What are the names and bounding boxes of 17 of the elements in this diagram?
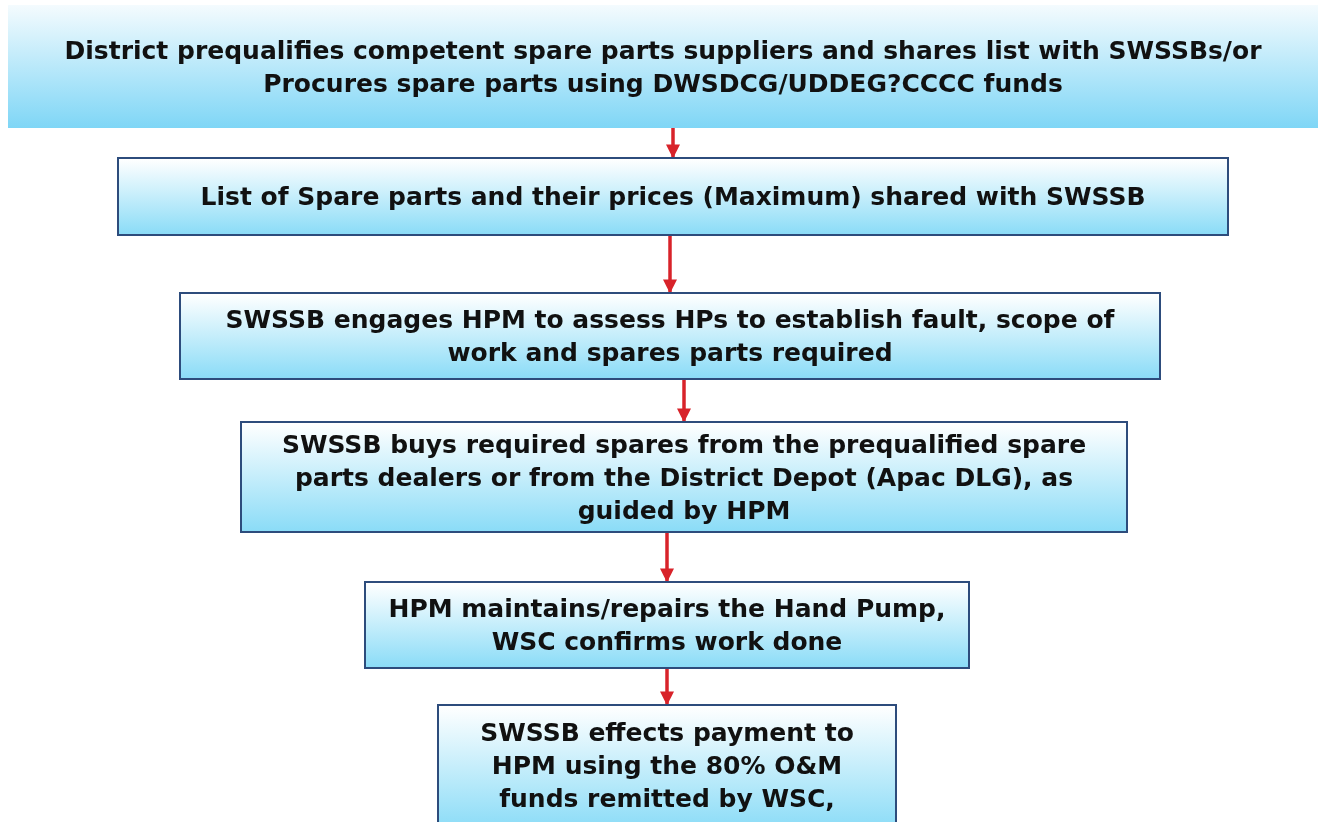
process-box [117,157,1229,236]
process-box [437,704,897,822]
header-band [8,5,1318,128]
box-text: List of Spare parts and their prices (Maximum) shared with SWSSB [200,181,1146,213]
box-text: HPM maintains/repairs the Hand Pump, WSC confirms work done [387,593,947,658]
process-box [240,421,1128,533]
box-text: SWSSB engages HPM to assess HPs to establish fault, scope of work and spares parts required [224,304,1116,369]
box-text: SWSSB buys required spares from the prequalified spare parts dealers or from the District Depot (Apac DLG), as guided by HPM [280,428,1088,527]
arrow [677,380,691,423]
arrow [660,533,674,583]
process-box [179,292,1161,380]
box-text: SWSSB effects payment to HPM using the 80% O&M funds remitted by WSC, [479,717,855,815]
arrow [660,669,674,706]
arrow [663,236,677,294]
arrow [666,128,680,159]
box-text: District prequalifies competent spare parts suppliers and shares list with SWSSBs/or Procures spare parts using DWSDCG/UDDEG?CCCC funds [63,34,1263,100]
process-box [364,581,970,669]
